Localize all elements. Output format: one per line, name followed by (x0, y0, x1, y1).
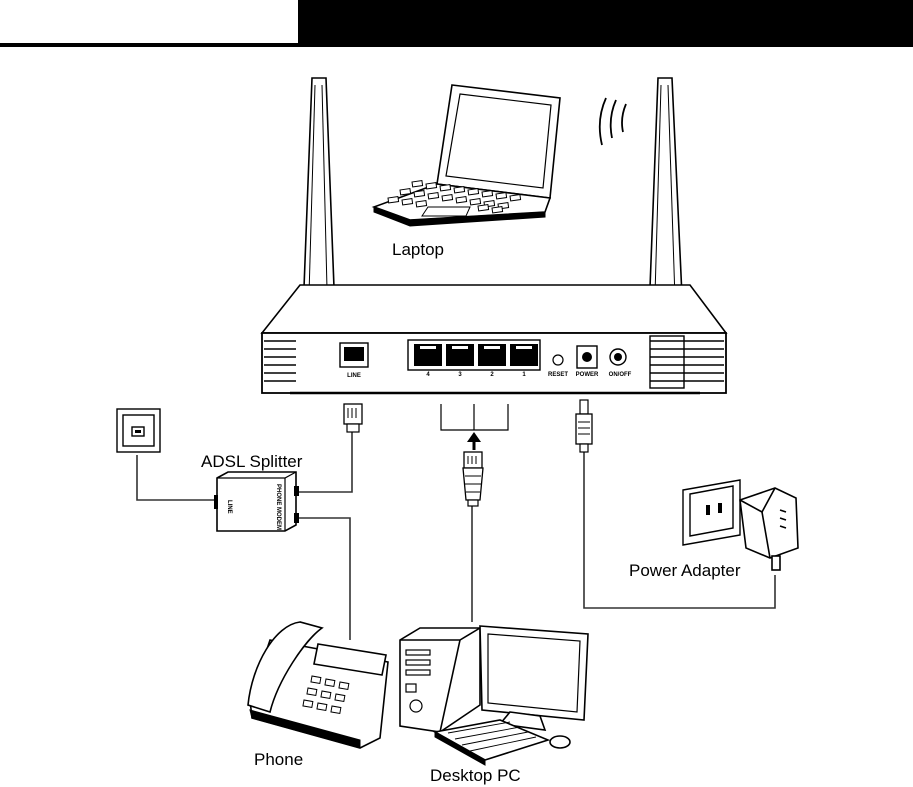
lan-bracket (441, 404, 508, 430)
label-adsl-splitter: ADSL Splitter (201, 452, 302, 472)
power-outlet-icon (683, 480, 740, 545)
label-desktop-pc: Desktop PC (430, 766, 521, 786)
power-adapter-icon (740, 488, 798, 570)
router-reset-button (553, 355, 563, 365)
label-reset: RESET (548, 372, 568, 378)
wall-phone-jack-icon (117, 409, 160, 452)
telephone-icon (248, 622, 388, 748)
router (262, 285, 726, 393)
label-power: POWER (576, 372, 599, 378)
cable-splitter-to-phone (294, 518, 350, 640)
ethernet-plug (463, 452, 483, 506)
label-splitter-phone-modem: PHONE MODEM (275, 484, 281, 530)
label-laptop: Laptop (392, 240, 444, 260)
rj11-plug (344, 404, 362, 432)
desktop-pc-icon (400, 626, 588, 765)
label-power-adapter: Power Adapter (629, 561, 741, 581)
wifi-waves-icon (600, 98, 626, 145)
label-onoff: ON/OFF (609, 372, 632, 378)
arrow-up-icon (467, 432, 481, 450)
dc-plug (576, 400, 592, 452)
label-line-port: LINE (347, 373, 361, 379)
label-splitter-line: LINE (226, 500, 232, 514)
label-phone: Phone (254, 750, 303, 770)
laptop-icon (374, 85, 560, 226)
cable-router-to-splitter (294, 432, 352, 492)
